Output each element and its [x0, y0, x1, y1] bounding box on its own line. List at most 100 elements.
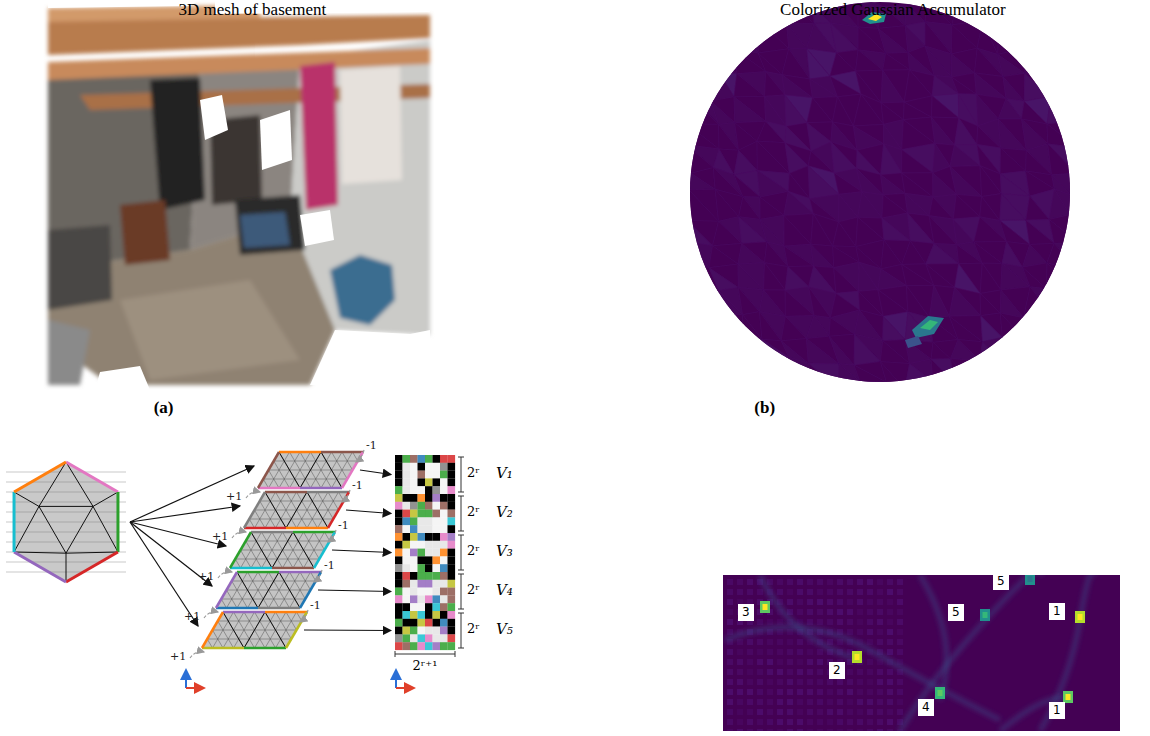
figure-part	[139, 612, 160, 648]
mesh-cell	[690, 243, 709, 268]
callout-number: 2	[829, 662, 845, 679]
mesh-cell	[858, 381, 878, 410]
pixel-cell	[403, 556, 411, 564]
grid-dot	[767, 639, 773, 645]
mesh-cell	[950, 359, 979, 391]
pixel-cell	[433, 502, 441, 510]
grid-dot	[827, 679, 833, 685]
grid-dot	[787, 589, 793, 595]
density-curve	[1000, 698, 1070, 731]
grid-dot	[817, 679, 823, 685]
dimension-label: 2ʳ	[467, 582, 480, 598]
figure-part	[360, 492, 381, 528]
pixel-cell	[395, 619, 403, 627]
figure-part	[244, 527, 286, 530]
mesh-cell	[1047, 96, 1077, 124]
mesh-cell	[979, 391, 1001, 411]
grid-dot	[827, 689, 833, 695]
mesh-cell	[883, 316, 905, 340]
grid-dot	[807, 709, 813, 715]
pixel-cell	[448, 463, 456, 471]
figure-part	[248, 572, 269, 608]
mesh-cell	[1000, 220, 1030, 244]
mesh-cell	[953, 194, 980, 219]
mesh-cell	[999, 359, 1029, 385]
grid-dot	[867, 579, 873, 585]
figure-part	[258, 607, 300, 610]
pixel-cell	[418, 463, 426, 471]
figure-part	[279, 451, 321, 454]
pixel-cell	[440, 502, 448, 510]
pixel-cell	[440, 564, 448, 572]
mesh-cell	[950, 145, 980, 166]
mesh-cell	[1052, 0, 1075, 21]
pixel-cell	[448, 619, 456, 627]
mesh-cell	[1048, 0, 1073, 22]
figure-part	[269, 572, 290, 608]
peak-spot	[1066, 694, 1071, 700]
pixel-cell	[410, 642, 418, 650]
mesh-cell	[1023, 5, 1048, 28]
grid-dot	[827, 599, 833, 605]
mesh-cell	[690, 74, 711, 101]
offset-arrow	[300, 610, 308, 622]
size-bracket	[458, 492, 464, 493]
figure-part	[255, 492, 276, 528]
pixel-cell	[403, 611, 411, 619]
pixel-cell	[425, 619, 433, 627]
figure-part	[290, 572, 311, 608]
size-bracket	[458, 613, 464, 614]
grid-dot	[787, 729, 793, 731]
grid-dot	[757, 719, 763, 725]
grid-dot	[787, 649, 793, 655]
grid-dot	[777, 659, 783, 665]
mesh-cell	[1051, 96, 1077, 121]
size-bracket	[395, 651, 396, 657]
grid-dot	[877, 689, 883, 695]
ico-grid	[6, 532, 126, 533]
grid-dot	[807, 729, 813, 731]
mesh-cell	[765, 72, 785, 97]
grid-dot	[757, 709, 763, 715]
pixel-cell	[440, 525, 448, 533]
mesh-cell	[834, 173, 862, 194]
mesh-cell	[929, 216, 957, 245]
figure-part	[255, 492, 276, 528]
pixel-cell	[418, 533, 426, 541]
mesh-cell	[1049, 317, 1076, 340]
ico-edge	[66, 552, 118, 582]
callout-number: 5	[993, 573, 1009, 590]
grid-dot	[747, 699, 753, 705]
pixel-cell	[440, 634, 448, 642]
pixel-cell	[425, 541, 433, 549]
pixel-cell	[433, 627, 441, 635]
figure-part	[258, 572, 279, 608]
grid-dot	[827, 719, 833, 725]
pixel-cell	[403, 463, 411, 471]
grid-dot	[767, 689, 773, 695]
figure-part	[370, 492, 391, 528]
figure-part	[237, 452, 258, 488]
grid-dot	[877, 729, 883, 731]
mesh-cell	[929, 382, 954, 412]
grid-dot	[737, 699, 743, 705]
figure-part	[346, 532, 367, 568]
mesh-cell	[1047, 121, 1078, 148]
pixel-cell	[395, 510, 403, 518]
grid-dot	[777, 719, 783, 725]
pixel-cell	[403, 572, 411, 580]
grid-dot	[787, 679, 793, 685]
pixel-cell	[418, 494, 426, 502]
mesh-cell	[1047, 124, 1078, 148]
size-bracket	[458, 574, 464, 575]
mesh-cell	[685, 340, 718, 367]
offset-label: -1	[338, 519, 349, 532]
mesh-cell	[758, 53, 782, 75]
mesh-cell	[762, 360, 789, 386]
pixel-cell	[395, 502, 403, 510]
figure-part	[279, 452, 300, 488]
mesh-cell	[829, 334, 854, 365]
mesh-cell	[760, 215, 784, 246]
mesh-cell	[738, 263, 765, 290]
